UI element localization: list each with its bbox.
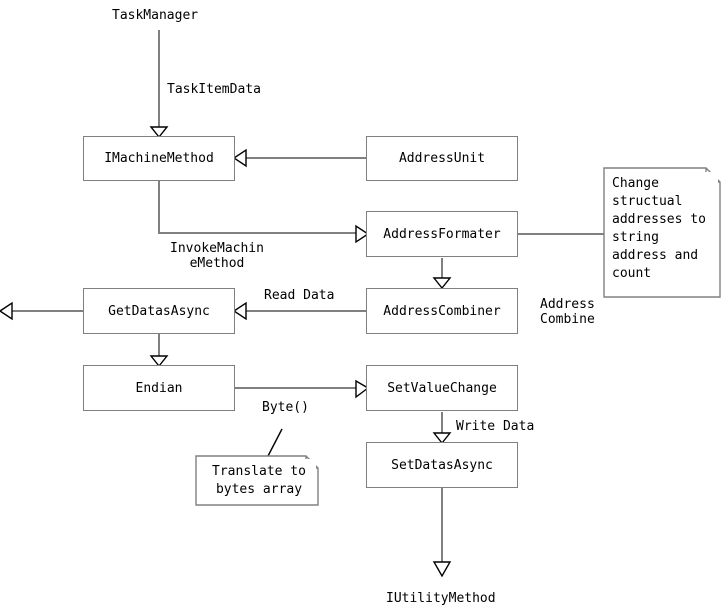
node-setdatasasync[interactable]: SetDatasAsync [366,442,518,488]
edge-label-addresscombine: Address Combine [540,297,595,327]
edge-imachinemethod-addressformater [158,181,356,234]
edge-label-writedata: Write Data [456,419,535,434]
arrowhead-down-iutilitymethod [432,561,452,578]
edge-byte-note-translate [267,428,283,457]
edge-label-byte: Byte() [262,400,309,415]
arrowhead-down-addresscombiner [432,277,452,290]
node-setvaluechange-label: SetValueChange [387,380,497,396]
node-addressformater[interactable]: AddressFormater [366,211,518,257]
node-addressunit-label: AddressUnit [398,151,486,166]
node-endian-label: Endian [135,380,183,396]
node-getdatasasync[interactable]: GetDatasAsync [83,288,235,334]
node-endian[interactable]: Endian [83,365,235,411]
node-setdatasasync-label: SetDatasAsync [391,457,493,473]
edge-label-invokemachinemethod: InvokeMachin eMethod [170,241,264,271]
node-setvaluechange[interactable]: SetValueChange [366,365,518,411]
note-address-text: Change structual addresses to string add… [606,172,718,294]
endpoint-iutilitymethod: IUtilityMethod [386,591,496,606]
endpoint-taskmanager: TaskManager [112,8,199,23]
edge-label-readdata: Read Data [264,288,335,303]
node-addresscombiner-label: AddressCombiner [383,303,501,319]
arrowhead-left-out [0,301,13,321]
node-imachinemethod-label: IMachineMethod [104,151,214,166]
node-imachinemethod[interactable]: IMachineMethod [83,136,235,181]
node-getdatasasync-label: GetDatasAsync [108,303,210,319]
note-translate-text: Translate to bytes array [200,459,316,503]
node-addressformater-label: AddressFormater [383,226,501,242]
node-addresscombiner[interactable]: AddressCombiner [366,288,518,334]
node-addressunit[interactable]: AddressUnit [366,136,518,181]
arrowhead-left-imachinemethod [232,148,247,168]
edge-label-taskitemdata: TaskItemData [167,82,261,97]
arrowhead-left-getdatasasync [232,301,247,321]
